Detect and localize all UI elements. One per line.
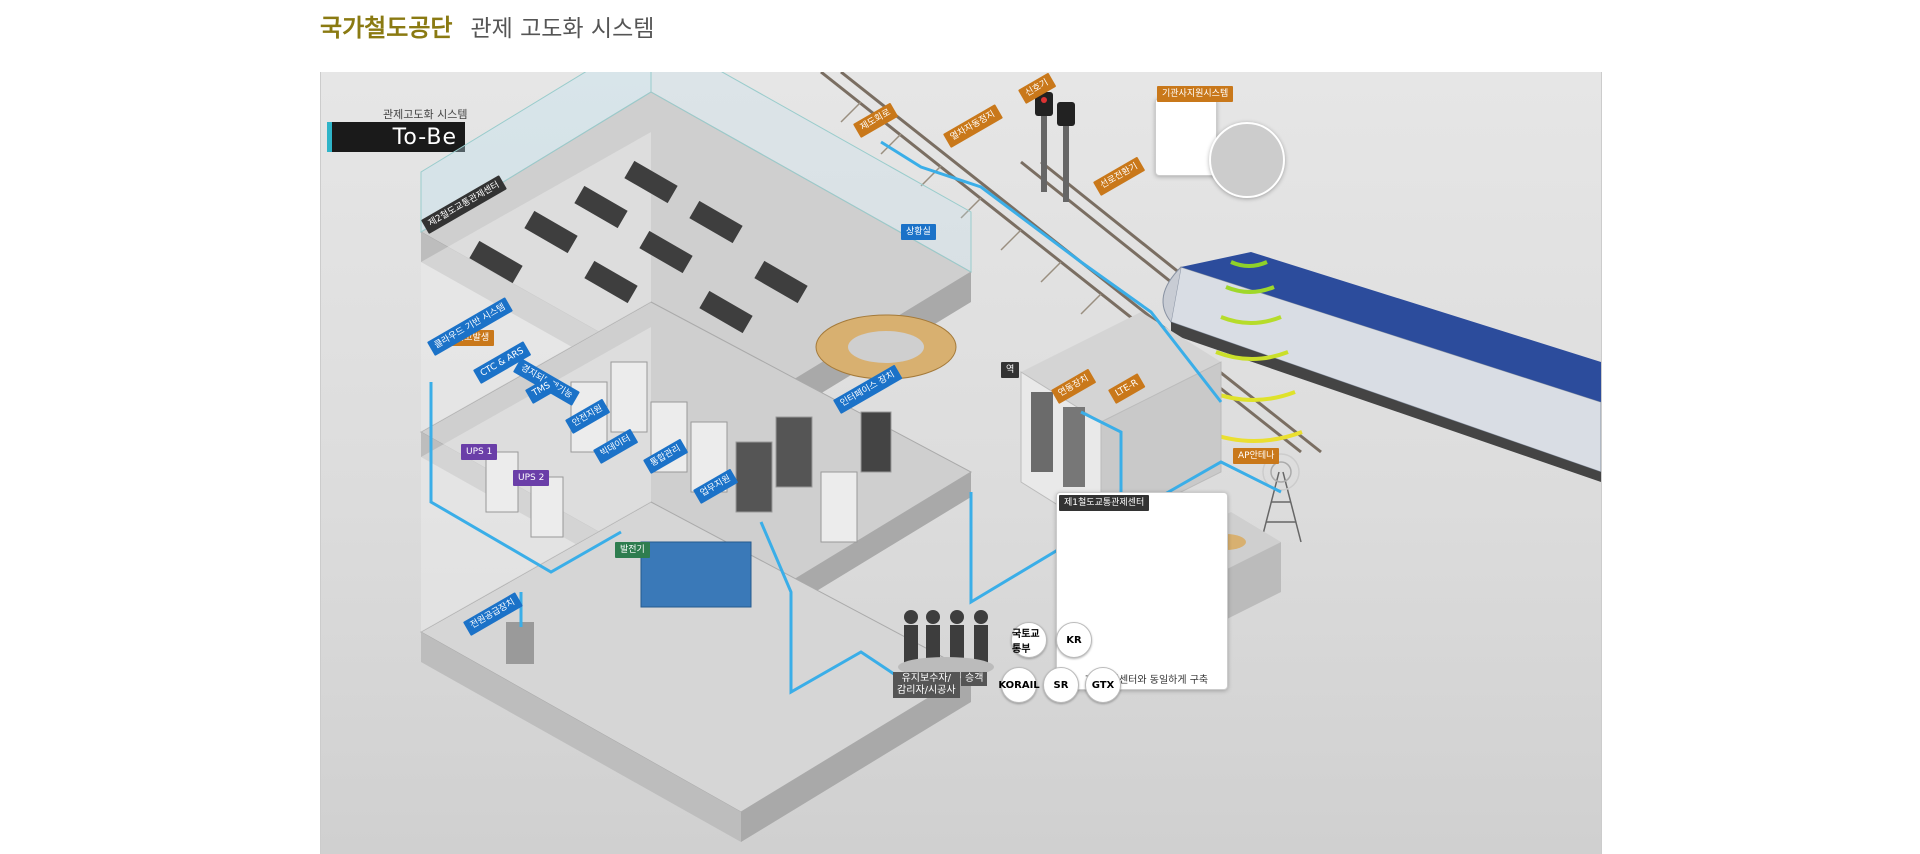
ups1-tag: UPS 1: [461, 444, 498, 460]
tobe-caption: 관제고도화 시스템: [383, 108, 468, 121]
scene-graphic: [419, 72, 1601, 842]
onboard-system-inset: [1155, 98, 1217, 176]
page-header: 국가철도공단 관제 고도화 시스템: [320, 8, 654, 48]
ktx-train: [1162, 252, 1601, 482]
power-supply-unit: [506, 622, 534, 664]
maintenance-label: 유지보수자/ 감리자/시공사: [893, 672, 960, 698]
antenna-tag: AP안테나: [1233, 448, 1280, 464]
operator-desks: [469, 160, 808, 334]
page-title: 관제 고도화 시스템: [470, 16, 655, 42]
ups2-tag: UPS 2: [513, 470, 550, 486]
signal-posts: [1035, 92, 1075, 202]
situation-room-tag: 상황실: [901, 224, 936, 240]
generator-tag: 발전기: [615, 542, 650, 558]
tobe-badge: To-Be: [327, 122, 465, 152]
station-tag: 역: [1001, 362, 1020, 378]
onboard-tag: 기관사지원시스템: [1157, 86, 1234, 102]
system-illustration: 관제고도화 시스템 To-Be: [320, 72, 1602, 854]
kr-logo: KR: [1056, 622, 1092, 658]
sr-logo: SR: [1043, 667, 1079, 703]
generator-unit: [640, 541, 752, 608]
center1-caption: 제2관제센터와 동일하게 구축: [1085, 675, 1209, 686]
center1-tag: 제1철도교통관제센터: [1059, 495, 1150, 511]
molit-logo: 국토교통부: [1011, 622, 1047, 658]
korail-logo: KORAIL: [998, 667, 1040, 703]
center1-inset: 제1철도교통관제센터 제2관제센터와 동일하게 구축: [1056, 492, 1228, 690]
cab-view-circle: [1209, 122, 1285, 198]
gtx-logo: GTX: [1085, 667, 1121, 703]
people-group: [898, 610, 994, 677]
brand-title: 국가철도공단: [320, 14, 453, 42]
passenger-label: 승객: [961, 672, 988, 686]
antenna-tower: [1260, 453, 1302, 543]
